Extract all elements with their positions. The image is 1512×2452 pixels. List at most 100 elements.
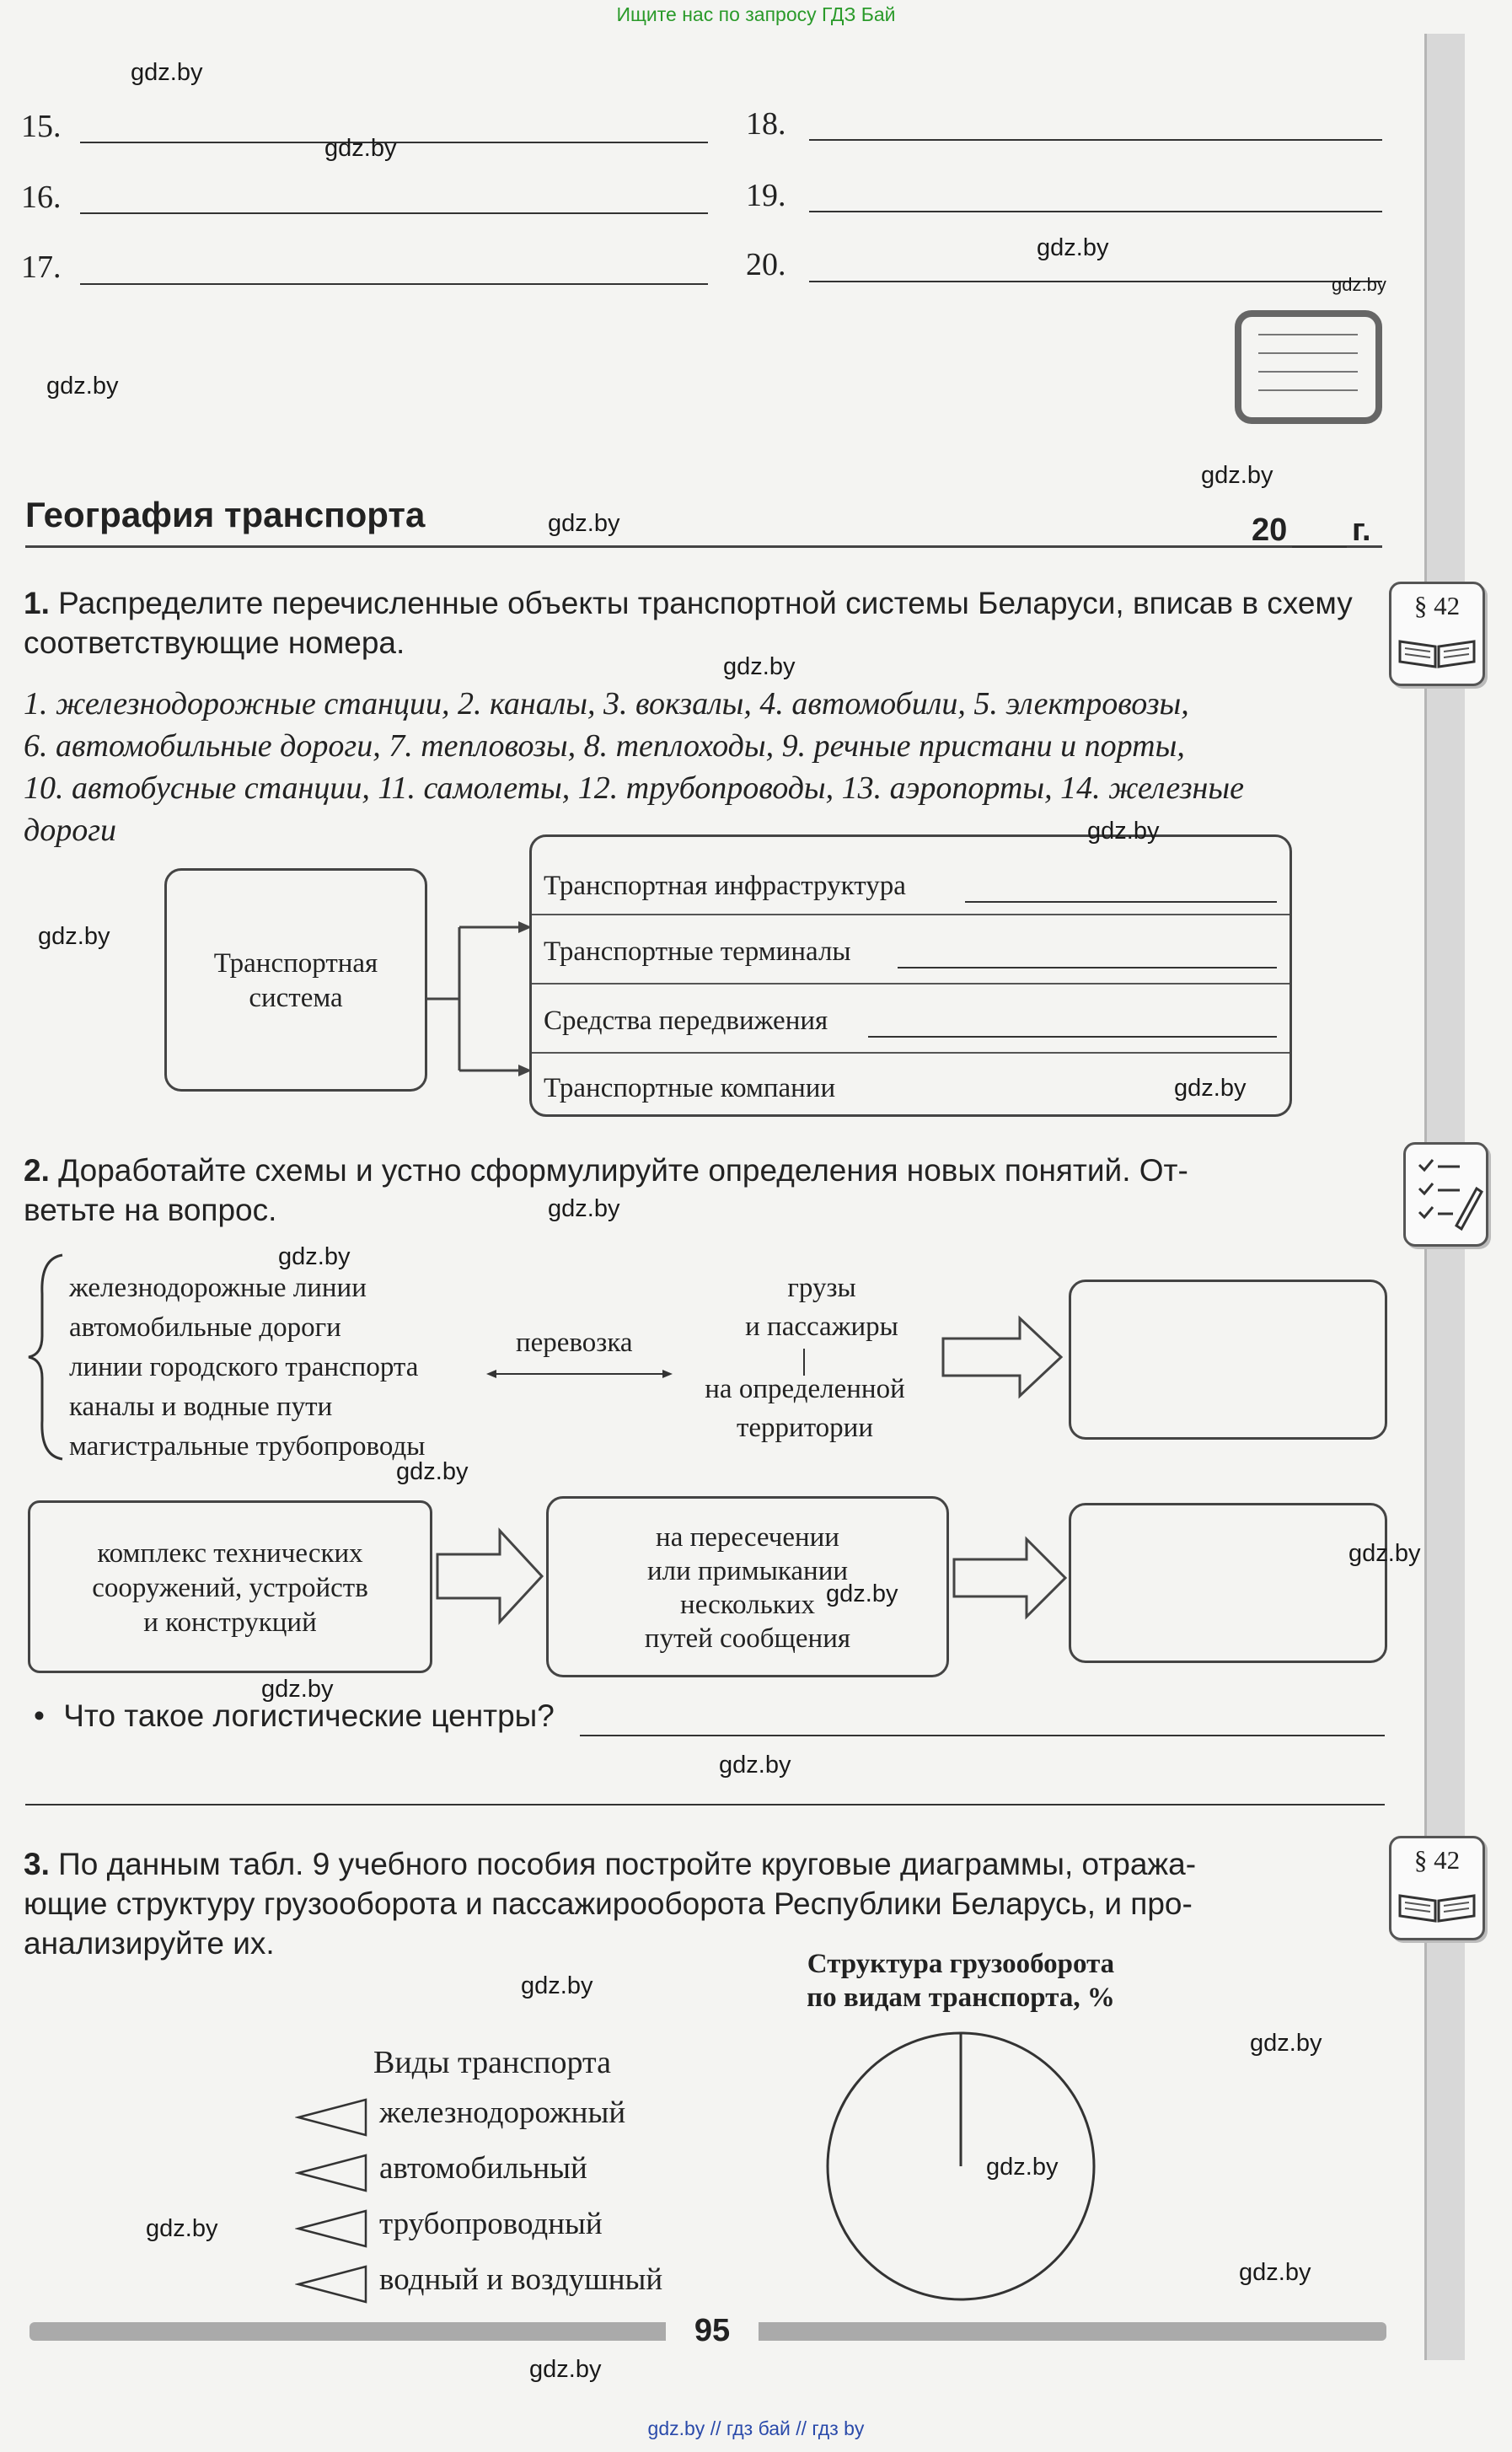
cargo-label-line-1: грузы [787, 1273, 856, 1303]
watermark: gdz.by [548, 510, 620, 537]
answer-box-transport-network[interactable] [1069, 1280, 1387, 1440]
row-vehicles-answer[interactable] [868, 1036, 1277, 1038]
question-bullet: • [34, 1698, 45, 1733]
row-vehicles-label: Средства передвижения [544, 1006, 828, 1036]
transport-label: перевозка [516, 1328, 633, 1358]
answer-line-question[interactable] [580, 1735, 1385, 1736]
crossing-box: на пересечении или примыкании нескольких… [546, 1496, 949, 1677]
watermark: gdz.by [521, 1972, 593, 1999]
row-infrastructure: Транспортная инфраструктура [544, 871, 1277, 903]
book-icon [1398, 640, 1476, 668]
task2-text-line-2: ветьте на вопрос. [24, 1193, 277, 1227]
top-banner[interactable]: Ищите нас по запросу ГДЗ Бай [616, 3, 896, 25]
line-number-16: 16. [21, 180, 62, 215]
checklist-pencil-icon [1418, 1159, 1483, 1231]
transport-system-label: Транспортная система [213, 948, 378, 1013]
legend-label: автомобильный [379, 2151, 587, 2186]
logistics-question: • Что такое логистические центры? [34, 1698, 555, 1734]
transport-system-box: Транспортная система [164, 868, 427, 1092]
legend-marker[interactable] [295, 2152, 371, 2194]
legend-marker[interactable] [295, 2096, 371, 2138]
watermark: gdz.by [278, 1243, 351, 1270]
row-infrastructure-answer[interactable] [965, 901, 1277, 903]
watermark: gdz.by [548, 1195, 620, 1222]
watermark: gdz.by [46, 373, 119, 400]
block-arrow [952, 1536, 1068, 1620]
answer-line-17[interactable] [80, 283, 708, 285]
line-number-18: 18. [746, 106, 786, 142]
year-field[interactable] [1292, 546, 1347, 548]
connector-arrows [426, 921, 532, 1076]
row-terminals-answer[interactable] [898, 967, 1277, 968]
answer-line-20[interactable] [809, 281, 1382, 282]
crossing-text: на пересечении или примыкании нескольких… [549, 1499, 946, 1655]
watermark: gdz.by [261, 1676, 334, 1703]
checklist-badge [1403, 1142, 1488, 1247]
page-number: 95 [666, 2310, 759, 2352]
watermark: gdz.by [1037, 234, 1109, 261]
row-divider [532, 983, 1289, 985]
row-vehicles: Средства передвижения [544, 1006, 1277, 1038]
crossing-line-1: на пересечении [656, 1522, 839, 1553]
watermark: gdz.by [529, 2356, 602, 2383]
legend-title: Виды транспорта [373, 2045, 611, 2080]
legend-marker[interactable] [295, 2208, 371, 2250]
row-terminals: Транспортные терминалы [544, 936, 1277, 968]
double-arrow [486, 1370, 673, 1378]
task1-number: 1. [24, 586, 50, 620]
task3-text-line-2: ющие структуру грузооборота и пассажироо… [24, 1886, 1193, 1921]
answer-line-question-2[interactable] [25, 1804, 1385, 1805]
chart-title-line-1: Структура грузооборота [807, 1949, 1115, 1979]
task1-items-line-4: дороги [24, 813, 117, 848]
crossing-line-2: или примыкании [646, 1556, 849, 1586]
task1-items-line-1: 1. железнодорожные станции, 2. каналы, 3… [24, 686, 1189, 722]
pie-chart-blank[interactable] [822, 2027, 1100, 2305]
watermark: gdz.by [396, 1458, 469, 1485]
crossing-line-4: путей сообщения [644, 1623, 851, 1654]
complex-text: комплекс технических сооружений, устройс… [30, 1503, 430, 1640]
territory-label-line-2: территории [736, 1413, 874, 1443]
block-arrow [436, 1527, 544, 1625]
legend-label: трубопроводный [379, 2207, 603, 2241]
paragraph-ref: § 42 [1413, 591, 1461, 620]
task3-text-line-1: По данным табл. 9 учебного пособия постр… [58, 1847, 1197, 1881]
block-arrow [941, 1315, 1064, 1399]
answer-line-15[interactable] [80, 142, 708, 143]
route-item: каналы и водные пути [69, 1392, 333, 1422]
watermark: gdz.by [324, 135, 397, 162]
year-suffix: г. [1352, 512, 1371, 548]
legend-marker[interactable] [295, 2263, 371, 2305]
watermark: gdz.by [1332, 274, 1386, 295]
route-item: железнодорожные линии [69, 1273, 367, 1303]
answer-box-transport-hub[interactable] [1069, 1503, 1387, 1663]
watermark: gdz.by [38, 923, 110, 950]
answer-line-16[interactable] [80, 212, 708, 214]
answer-line-19[interactable] [809, 211, 1382, 212]
question-text: Что такое логистические центры? [63, 1698, 555, 1733]
paragraph-badge: § 42 [1389, 1836, 1485, 1940]
watermark: gdz.by [131, 59, 203, 86]
answer-line-18[interactable] [809, 139, 1382, 141]
watermark: gdz.by [1087, 818, 1160, 845]
watermark: gdz.by [1239, 2259, 1311, 2286]
task2-text-line-1: Доработайте схемы и устно сформулируйте … [58, 1153, 1188, 1188]
task2-number: 2. [24, 1153, 50, 1188]
watermark: gdz.by [723, 653, 796, 680]
legend-label: водный и воздушный [379, 2262, 663, 2297]
legend-label: железнодорожный [379, 2095, 626, 2130]
task1-items-line-2: 6. автомобильные дороги, 7. тепловозы, 8… [24, 728, 1185, 764]
task1-text: Распределите перечисленные объекты транс… [24, 586, 1353, 660]
paragraph-badge: § 42 [1389, 582, 1485, 686]
task1-prompt: 1. Распределите перечисленные объекты тр… [24, 583, 1381, 663]
bottom-links[interactable]: gdz.by // гдз бай // гдз by [647, 2417, 865, 2439]
transport-routes-list: железнодорожные линии автомобильные доро… [69, 1269, 425, 1467]
cargo-connector [803, 1349, 805, 1376]
line-number-17: 17. [21, 249, 62, 285]
route-item: магистральные трубопроводы [69, 1431, 426, 1462]
year-prefix: 20 [1252, 512, 1288, 548]
paragraph-ref: § 42 [1413, 1845, 1461, 1875]
task2-prompt: 2. Доработайте схемы и устно сформулируй… [24, 1151, 1389, 1230]
curly-brace [28, 1253, 63, 1461]
crossing-line-3: нескольких [680, 1590, 815, 1620]
transport-categories-box: Транспортная инфраструктура Транспортные… [529, 834, 1292, 1117]
